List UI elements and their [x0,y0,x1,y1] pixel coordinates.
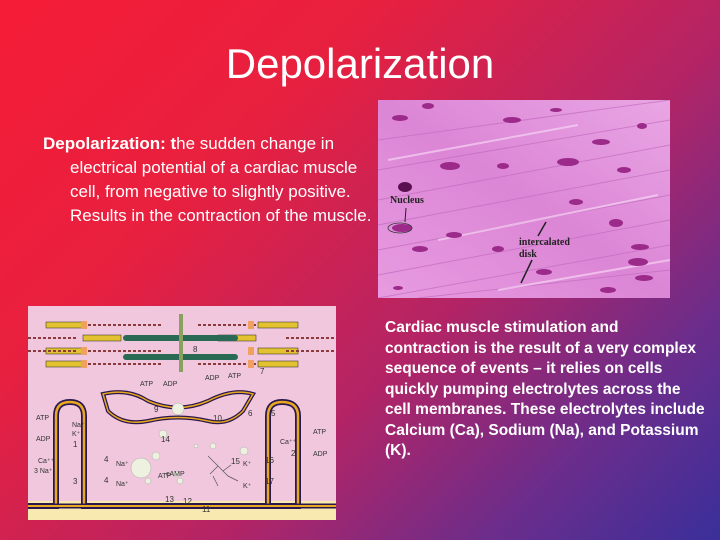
label-10: 10 [213,414,222,423]
label-9: 9 [154,405,159,414]
nuclei [392,103,653,293]
cardiac-muscle-micrograph: Nucleus intercalated disk [378,100,670,298]
label-k-1: K⁺ [72,431,81,438]
definition-term: Depolarization: t [43,134,177,153]
intercalated-disk-label-2: disk [519,249,537,260]
label-3: 3 [73,477,78,486]
label-12: 12 [183,497,192,506]
label-4b: 4 [104,476,109,485]
label-adp-3: ADP [205,375,220,382]
label-adp-1: ADP [36,436,51,443]
description-text: Cardiac muscle stimulation and contracti… [385,319,705,459]
label-5: 5 [271,409,276,418]
label-adp-2: ADP [163,381,178,388]
label-atp-2: ATP [140,381,153,388]
label-ca-2: Ca⁺⁺ [280,439,297,446]
label-16: 16 [265,456,274,465]
label-na-2: Na⁺ [116,461,129,468]
label-13: 13 [165,495,174,504]
cardiac-cell-diagram: ATP ADP Na⁺ K⁺ Ca⁺⁺ 3 Na⁺ cAMP ATP ADP A… [28,306,336,520]
label-na-3: Na⁺ [116,481,129,488]
label-4a: 4 [104,455,109,464]
label-atp-1: ATP [36,415,49,422]
label-adp-5: ADP [313,451,328,458]
label-15: 15 [231,457,240,466]
label-3na: 3 Na⁺ [34,468,53,475]
label-atp-5: ATP [313,429,326,436]
label-atp-3: ATP [228,373,241,380]
label-8: 8 [193,345,198,354]
label-7: 7 [260,367,265,376]
label-atp-4: ATP [158,473,171,480]
label-11: 11 [202,505,211,514]
label-1: 1 [73,440,78,449]
label-14: 14 [161,435,170,444]
intercalated-disk-label-1: intercalated [519,237,570,248]
label-2: 2 [291,449,296,458]
label-6: 6 [248,409,253,418]
myofibrils [28,314,336,372]
label-k-3: K⁺ [243,483,252,490]
definition-body: he sudden change in electrical potential… [70,134,372,225]
definition-text: Depolarization: the sudden change in ele… [43,132,380,228]
slide-title: Depolarization [225,40,495,87]
label-na-1: Na⁺ [72,422,85,429]
label-ca-1: Ca⁺⁺ [38,458,55,465]
nucleus-label: Nucleus [390,195,424,206]
label-camp: cAMP [166,471,185,478]
label-17: 17 [265,477,274,486]
label-k-2: K⁺ [243,461,252,468]
